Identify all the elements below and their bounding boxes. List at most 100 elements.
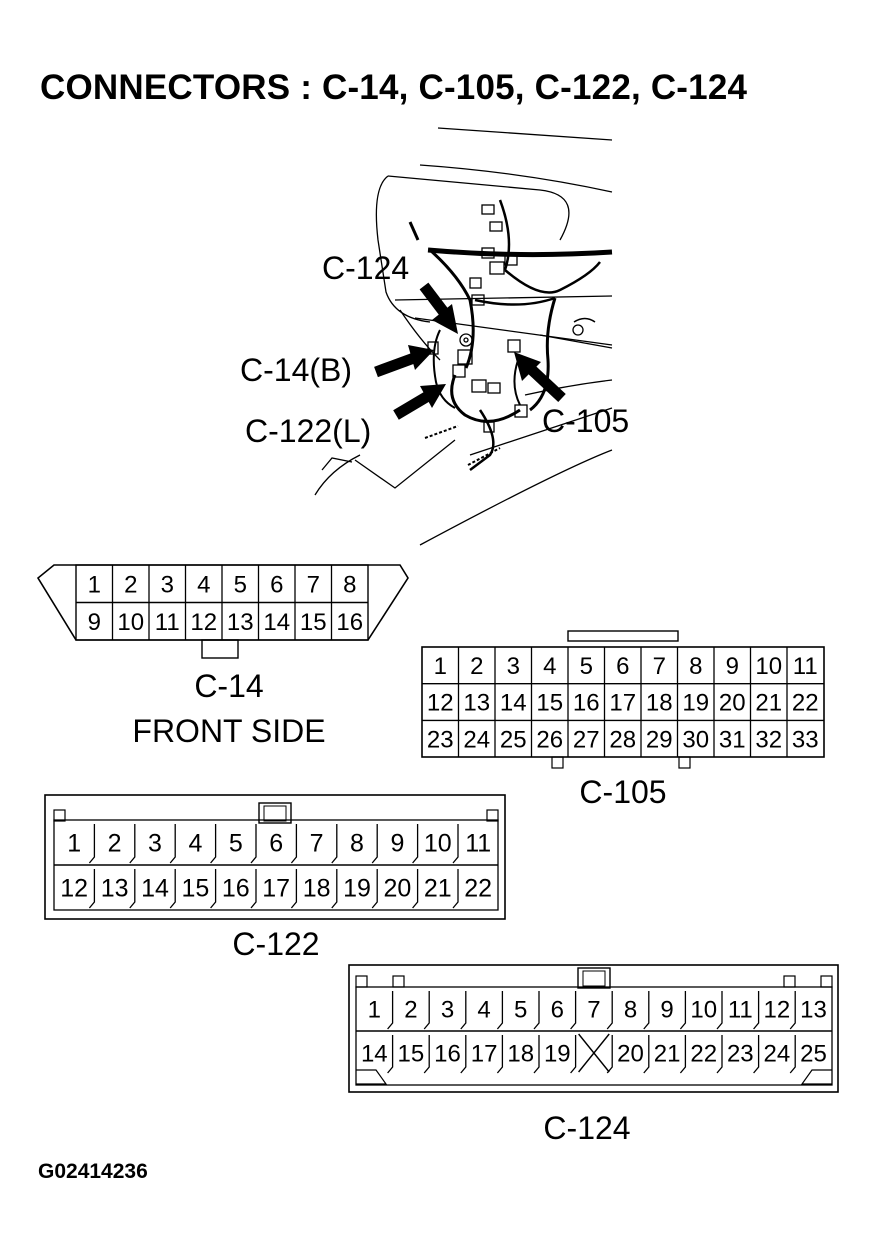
pin-c122-6: 6 — [269, 830, 283, 858]
arrow-c14 — [374, 345, 434, 378]
pin-c105-11: 11 — [793, 653, 818, 680]
connector-c124-housing-outer — [348, 964, 839, 1093]
pin-c124-3: 3 — [441, 997, 454, 1024]
figure-code: G02414236 — [38, 1160, 148, 1183]
pin-c122-9: 9 — [390, 830, 404, 858]
pin-c105-22: 22 — [792, 690, 819, 717]
pin-c124-21: 21 — [654, 1041, 681, 1068]
pin-c105-1: 1 — [434, 653, 447, 680]
pin-vacant-mark — [578, 1033, 610, 1073]
harness-illustration — [314, 127, 613, 546]
connector-c14-name: C-14 — [194, 668, 263, 704]
pin-c105-4: 4 — [543, 653, 556, 680]
pin-c105-16: 16 — [573, 690, 600, 717]
connector-c105-name: C-105 — [579, 774, 666, 810]
pin-c124-6: 6 — [551, 997, 564, 1024]
pin-c105-33: 33 — [792, 726, 819, 753]
pin-c122-5: 5 — [229, 830, 243, 858]
pin-c124-19: 19 — [544, 1041, 571, 1068]
pin-c105-20: 20 — [719, 690, 746, 717]
callout-label-c122: C-122(L) — [245, 413, 371, 449]
pin-c105-5: 5 — [580, 653, 593, 680]
pin-c14-16: 16 — [336, 609, 363, 636]
pin-c122-17: 17 — [262, 875, 290, 903]
pin-c124-13: 13 — [800, 997, 827, 1024]
pin-c105-13: 13 — [463, 690, 490, 717]
pin-c105-31: 31 — [719, 726, 746, 753]
pin-c14-13: 13 — [227, 609, 254, 636]
connector-c122-name: C-122 — [232, 926, 319, 962]
pin-c124-2: 2 — [404, 997, 417, 1024]
pin-c14-1: 1 — [88, 571, 101, 598]
pin-c105-2: 2 — [470, 653, 483, 680]
pin-c124-18: 18 — [507, 1041, 534, 1068]
pin-c14-4: 4 — [197, 571, 210, 598]
pin-c122-7: 7 — [310, 830, 324, 858]
callout-arrows — [374, 282, 566, 420]
pin-c14-9: 9 — [88, 609, 101, 636]
pin-c124-1: 1 — [368, 997, 381, 1024]
pin-c124-14: 14 — [361, 1041, 388, 1068]
pin-c124-11: 11 — [728, 997, 753, 1024]
pin-c14-15: 15 — [300, 609, 327, 636]
pin-c105-32: 32 — [755, 726, 782, 753]
connector-c105-foot-right — [678, 756, 691, 769]
pin-c105-25: 25 — [500, 726, 527, 753]
pin-c105-10: 10 — [755, 653, 782, 680]
pin-c122-16: 16 — [222, 875, 250, 903]
pin-c124-17: 17 — [471, 1041, 498, 1068]
pin-c122-11: 11 — [465, 830, 491, 858]
pin-c122-4: 4 — [188, 830, 202, 858]
callout-label-c105: C-105 — [542, 403, 629, 439]
pin-c14-6: 6 — [270, 571, 283, 598]
pin-c122-20: 20 — [383, 875, 411, 903]
pin-c124-22: 22 — [690, 1041, 717, 1068]
pin-c122-2: 2 — [108, 830, 122, 858]
pin-c105-19: 19 — [682, 690, 709, 717]
pin-c105-3: 3 — [507, 653, 520, 680]
connector-c124-latch-inner — [582, 970, 606, 987]
pin-c124-12: 12 — [764, 997, 791, 1024]
pin-c124-23: 23 — [727, 1041, 754, 1068]
pin-c105-21: 21 — [755, 690, 782, 717]
connector-c124-name: C-124 — [543, 1110, 630, 1146]
pin-c105-9: 9 — [726, 653, 739, 680]
connector-c105-foot-left — [551, 756, 564, 769]
pin-c124-20: 20 — [617, 1041, 644, 1068]
pin-c124-10: 10 — [690, 997, 717, 1024]
pin-c14-2: 2 — [124, 571, 137, 598]
connector-c124-lock-right — [800, 1069, 832, 1085]
pin-c122-15: 15 — [181, 875, 209, 903]
pin-c14-10: 10 — [117, 609, 144, 636]
connector-c124-key-right-b — [820, 975, 833, 988]
connector-c124-key-left-a — [355, 975, 368, 988]
pin-c105-26: 26 — [536, 726, 563, 753]
pin-c105-30: 30 — [682, 726, 709, 753]
connector-c122-key-left — [53, 809, 66, 822]
pin-c124-16: 16 — [434, 1041, 461, 1068]
pin-c124-24: 24 — [764, 1041, 791, 1068]
pin-c105-28: 28 — [609, 726, 636, 753]
pin-c105-17: 17 — [609, 690, 636, 717]
connector-c105-latch — [567, 630, 679, 642]
callout-label-c124: C-124 — [322, 250, 409, 286]
connector-c124-key-left-b — [392, 975, 405, 988]
pin-c105-23: 23 — [427, 726, 454, 753]
connector-c124-lock-left — [356, 1069, 388, 1085]
pin-c122-21: 21 — [424, 875, 452, 903]
connector-c14-caption: FRONT SIDE — [132, 713, 325, 749]
pin-c14-7: 7 — [307, 571, 320, 598]
pin-c124-15: 15 — [398, 1041, 425, 1068]
pin-c122-1: 1 — [67, 830, 81, 858]
pin-c14-11: 11 — [155, 609, 180, 636]
arrow-c122 — [393, 384, 446, 420]
pin-c105-8: 8 — [689, 653, 702, 680]
connector-c124-housing-inner — [355, 986, 833, 1086]
pin-c122-14: 14 — [141, 875, 169, 903]
pin-c122-12: 12 — [60, 875, 88, 903]
pin-c105-12: 12 — [427, 690, 454, 717]
